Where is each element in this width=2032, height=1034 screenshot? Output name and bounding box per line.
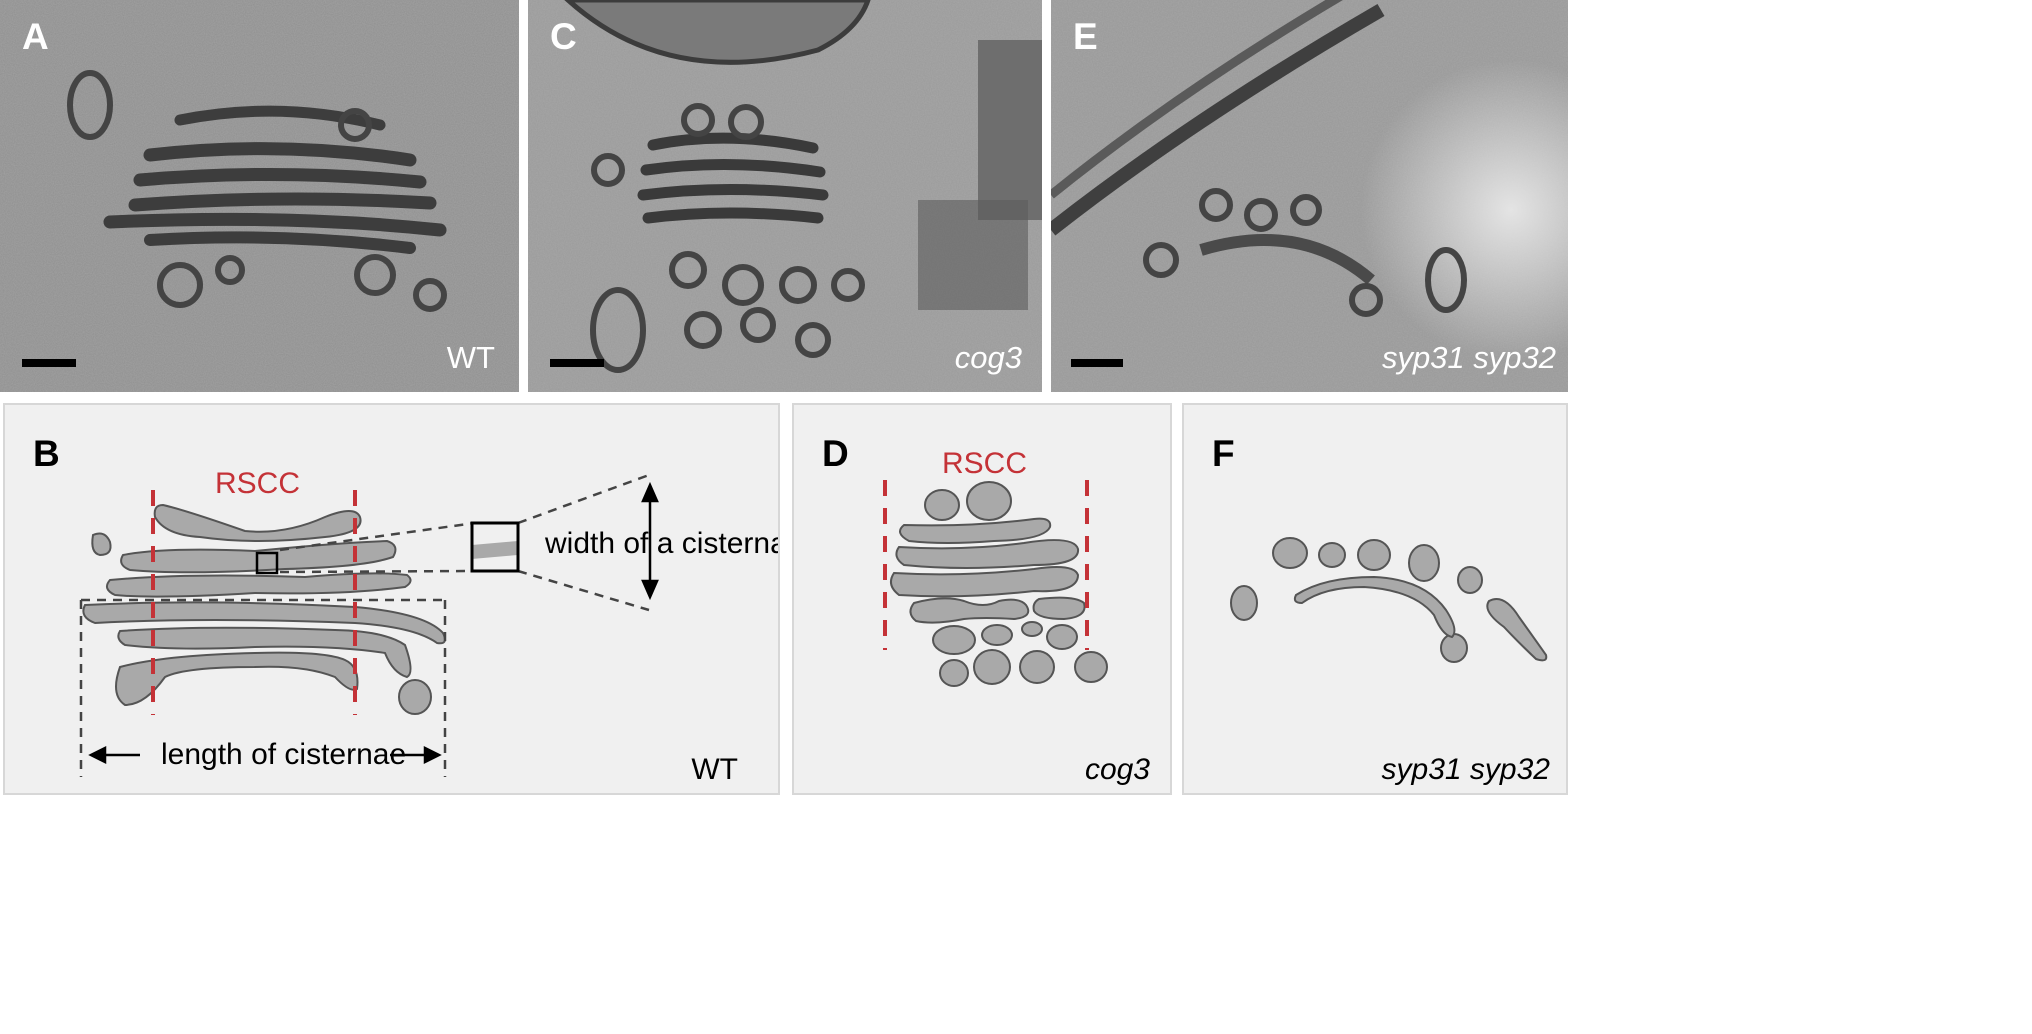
panel-letter-f: F <box>1212 433 1235 474</box>
cisterna <box>1293 575 1456 639</box>
cisterna <box>909 597 1030 624</box>
vesicle <box>1408 544 1440 582</box>
cisterna <box>899 517 1052 544</box>
vesicle <box>1230 585 1258 621</box>
cisterna <box>1032 596 1086 621</box>
zoom-box-small <box>255 551 279 575</box>
panel-letter-d: D <box>822 433 849 474</box>
cisterna <box>1486 598 1548 662</box>
vesicle <box>981 624 1013 646</box>
panel-d-schematic: D RSCC cog3 <box>792 403 1172 795</box>
cisterna <box>91 532 112 557</box>
cog3-golgi-schematic <box>883 480 1108 687</box>
vesicle <box>939 659 969 687</box>
genotype-label-a: WT <box>446 340 495 375</box>
length-of-cisternae-label: length of cisternae <box>161 738 407 771</box>
cisterna <box>117 626 412 679</box>
panel-letter-c: C <box>550 16 577 57</box>
golgi-stack-micrograph-cog3 <box>528 0 1042 392</box>
genotype-label-d: cog3 <box>1084 753 1150 786</box>
cisterna <box>153 503 362 542</box>
vesicle <box>398 679 432 715</box>
vesicle <box>1357 539 1391 571</box>
scale-bar <box>1071 359 1123 367</box>
panel-e-micrograph: E syp31 syp32 <box>1051 0 1568 392</box>
vesicle <box>1272 537 1308 569</box>
vesicle <box>1440 633 1468 663</box>
genotype-label-c: cog3 <box>954 340 1022 375</box>
scale-bar <box>550 359 604 367</box>
genotype-label-e: syp31 syp32 <box>1381 340 1556 375</box>
scale-bar <box>22 359 76 367</box>
cisterna <box>895 539 1080 569</box>
panel-b-schematic: B RSCC width of a cisternae length of ci… <box>3 403 780 795</box>
golgi-stack-micrograph-syp31-syp32 <box>1051 0 1568 392</box>
rscc-label: RSCC <box>215 467 301 500</box>
panel-c-micrograph: C cog3 <box>528 0 1042 392</box>
golgi-stack-micrograph-wt <box>0 0 519 392</box>
vesicle <box>1046 624 1078 650</box>
syp31-syp32-golgi-schematic <box>1230 537 1548 663</box>
vesicle <box>1457 566 1483 594</box>
wt-golgi-schematic <box>79 473 659 777</box>
cisterna <box>889 566 1080 598</box>
cisterna <box>115 651 359 707</box>
vesicle <box>932 625 976 655</box>
cisterna <box>120 539 397 574</box>
width-of-cisternae-label: width of a cisternae <box>545 527 780 560</box>
cisterna <box>105 572 412 598</box>
panel-f-schematic: F syp31 syp32 <box>1182 403 1568 795</box>
vesicle <box>1074 651 1108 683</box>
zoom-box-large <box>470 521 520 573</box>
panel-letter-b: B <box>33 433 60 474</box>
rscc-label: RSCC <box>942 447 1028 480</box>
vesicle <box>966 481 1012 521</box>
vesicle <box>973 649 1011 685</box>
panel-letter-a: A <box>22 16 49 57</box>
genotype-label-f: syp31 syp32 <box>1381 753 1550 786</box>
vesicle <box>1019 650 1055 684</box>
panel-a-micrograph: A WT <box>0 0 519 392</box>
panel-letter-e: E <box>1073 16 1098 57</box>
vesicle <box>924 489 960 521</box>
vesicle <box>1021 621 1043 637</box>
genotype-label-b: WT <box>691 753 738 786</box>
vesicle <box>1318 542 1346 568</box>
